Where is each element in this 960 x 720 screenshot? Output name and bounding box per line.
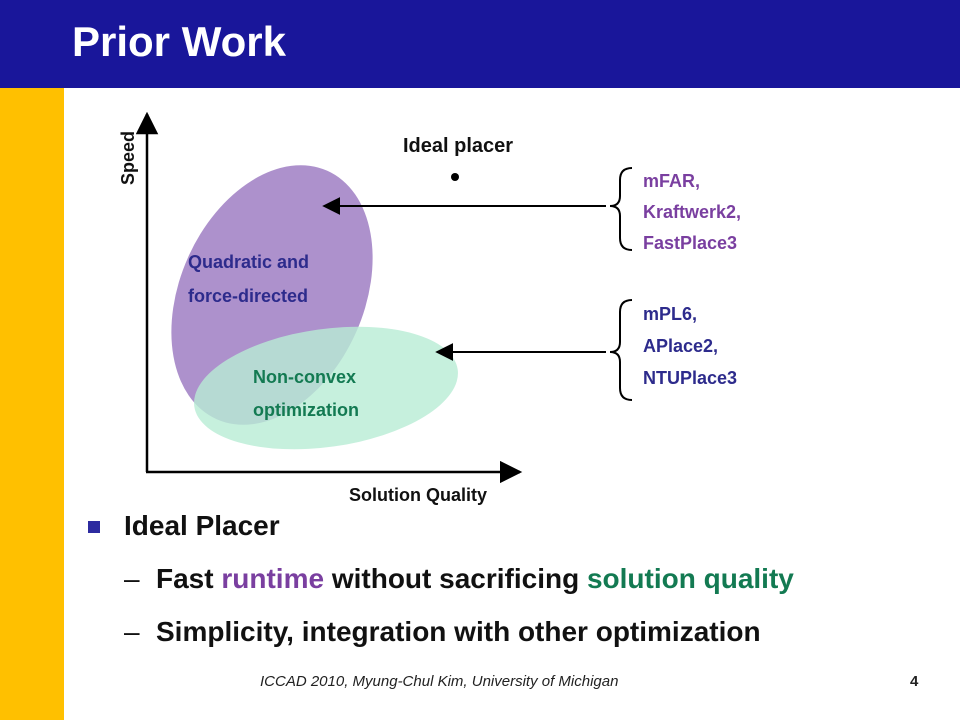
nonconvex-tool-1: mPL6, <box>643 304 697 324</box>
sub-bullet-2-text: Simplicity, integration with other optim… <box>156 616 761 647</box>
sub-bullet-1-part3: without sacrificing <box>324 563 587 594</box>
nonconvex-label-line1: Non-convex <box>253 367 356 387</box>
main-bullet-text: Ideal Placer <box>124 510 280 541</box>
x-axis-label: Solution Quality <box>349 485 487 505</box>
square-bullet-icon <box>88 521 100 533</box>
quadratic-label-line1: Quadratic and <box>188 252 309 272</box>
page-number: 4 <box>910 673 919 690</box>
sub-bullet-1-quality: solution quality <box>586 563 794 594</box>
nonconvex-tool-2: APlace2, <box>643 336 718 356</box>
quadratic-label-line2: force-directed <box>188 286 308 306</box>
quadratic-tool-3: FastPlace3 <box>643 233 737 253</box>
ideal-placer-point <box>451 173 459 181</box>
nonconvex-label-line2: optimization <box>253 400 359 420</box>
quadratic-tool-1: mFAR, <box>643 171 700 191</box>
dash-bullet-icon: – <box>124 563 140 594</box>
footer-text: ICCAD 2010, Myung-Chul Kim, University o… <box>260 673 619 690</box>
dash-bullet-icon: – <box>124 616 140 647</box>
nonconvex-group-brace <box>609 299 633 401</box>
main-bullet: Ideal Placer <box>88 509 280 543</box>
y-axis-label: Speed <box>118 131 138 185</box>
nonconvex-region <box>194 326 458 450</box>
nonconvex-tool-3: NTUPlace3 <box>643 368 737 388</box>
sub-bullet-runtime: – Fast runtime without sacrificing solut… <box>124 561 794 597</box>
side-accent-bar <box>0 88 64 720</box>
slide-title: Prior Work <box>72 18 286 65</box>
sub-bullet-1-runtime: runtime <box>221 563 325 594</box>
quadratic-group-brace <box>609 167 633 251</box>
sub-bullet-simplicity: – Simplicity, integration with other opt… <box>124 614 761 650</box>
quadratic-tool-2: Kraftwerk2, <box>643 202 741 222</box>
title-bar: Prior Work <box>0 0 960 88</box>
ideal-placer-label: Ideal placer <box>403 135 513 157</box>
sub-bullet-1-part1: Fast <box>156 563 222 594</box>
